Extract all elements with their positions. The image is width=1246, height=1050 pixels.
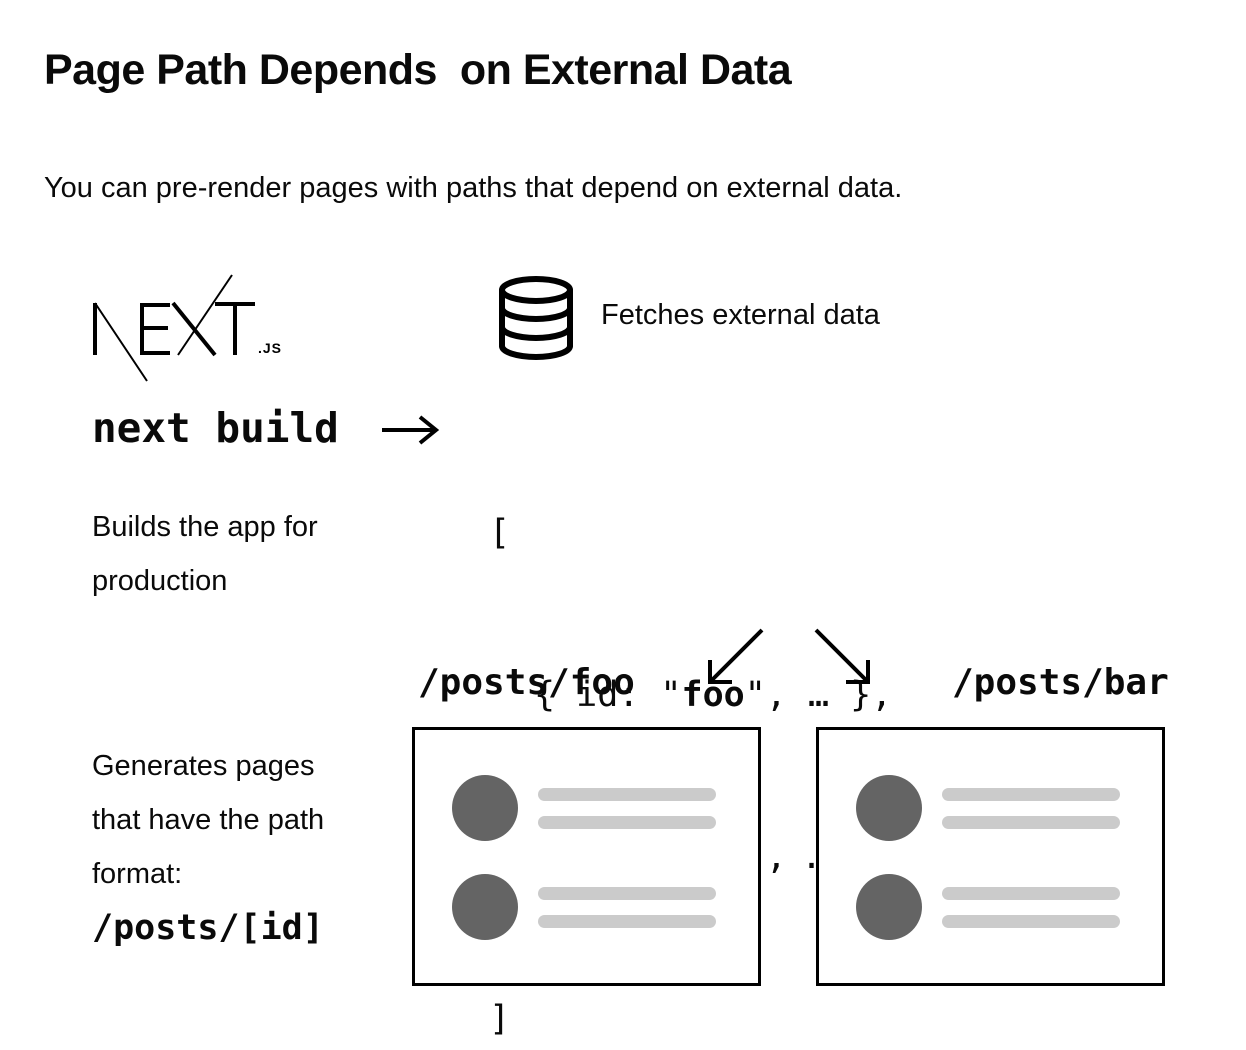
page-mockup-bar	[816, 727, 1165, 986]
code-item-foo: { id: "foo", … },	[489, 668, 892, 722]
text-placeholder-line	[538, 788, 716, 801]
generates-caption-line: format:	[92, 858, 183, 890]
page-title: Page Path Depends on External Data	[44, 46, 792, 94]
avatar-circle	[452, 775, 518, 841]
text-placeholder-line	[942, 788, 1120, 801]
generates-caption: Generates pages that have the path forma…	[92, 739, 324, 955]
text-placeholder-line	[538, 915, 716, 928]
down-right-arrow-icon	[814, 628, 870, 684]
avatar-circle	[452, 874, 518, 940]
code-text: { id: "	[534, 675, 682, 715]
avatar-circle	[856, 874, 922, 940]
generates-caption-line: that have the path	[92, 804, 325, 836]
build-caption-line: production	[92, 565, 228, 597]
build-caption: Builds the app for production	[92, 500, 318, 608]
mock-content-row	[856, 874, 1120, 940]
build-caption-line: Builds the app for	[92, 511, 318, 543]
code-close-bracket: ]	[489, 999, 511, 1039]
path-format: /posts/[id]	[92, 908, 324, 948]
mock-content-row	[856, 775, 1120, 841]
nextjs-logo-js-suffix: .JS	[258, 340, 282, 356]
database-icon	[499, 276, 573, 360]
avatar-circle	[856, 775, 922, 841]
text-placeholder-line	[538, 816, 716, 829]
text-placeholder-line	[942, 915, 1120, 928]
text-placeholder-line	[942, 887, 1120, 900]
mock-content-row	[452, 874, 716, 940]
code-open-bracket: [	[489, 513, 511, 553]
build-command: next build	[92, 404, 339, 452]
text-placeholder-line	[942, 816, 1120, 829]
nextjs-logo: .JS	[93, 274, 282, 382]
generates-caption-line: Generates pages	[92, 750, 315, 782]
page-mockup-foo	[412, 727, 761, 986]
mock-content-row	[452, 775, 716, 841]
page-path-label-bar: /posts/bar	[952, 662, 1169, 703]
code-text: ", … },	[744, 675, 893, 715]
text-placeholder-line	[538, 887, 716, 900]
right-arrow-icon	[382, 415, 440, 445]
fetch-label: Fetches external data	[601, 299, 880, 331]
page-path-label-foo: /posts/foo	[418, 662, 635, 703]
page-subtitle: You can pre-render pages with paths that…	[44, 172, 903, 204]
down-left-arrow-icon	[708, 628, 764, 684]
